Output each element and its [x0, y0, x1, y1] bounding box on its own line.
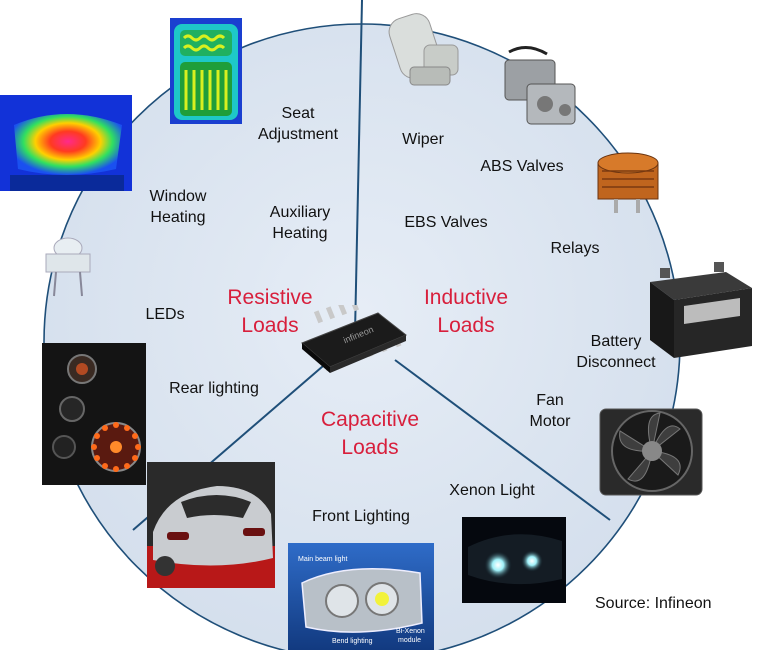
- seat-heating-image: [170, 18, 242, 124]
- rear-lighting-image: [42, 343, 146, 485]
- chip-icon: infineon: [301, 305, 407, 373]
- label-ebs-valves: EBS Valves: [404, 214, 488, 231]
- label-abs-valves: ABS Valves: [480, 158, 564, 175]
- label-xenon-light: Xenon Light: [449, 482, 535, 499]
- car-rear-image: [147, 462, 275, 588]
- window-heating-image: [0, 95, 132, 191]
- led-image: [34, 234, 102, 298]
- source-credit: Source: Infineon: [595, 595, 712, 612]
- abs-valve-image: [487, 40, 587, 132]
- headlamp-image: Main beam light Bend lighting Bi-Xenon m…: [288, 543, 434, 650]
- label-front-lighting: Front Lighting: [312, 508, 410, 525]
- fan-motor-image: [596, 403, 706, 500]
- label-rear-lighting: Rear lighting: [169, 380, 259, 397]
- callout-bi-xenon: Bi-Xenon: [396, 628, 425, 635]
- battery-image: [644, 258, 758, 360]
- wiper-motor-image: [384, 5, 468, 97]
- xenon-light-image: [462, 517, 566, 603]
- divider-line-top: [354, 0, 363, 334]
- divider-line-right: [394, 359, 611, 521]
- callout-main-beam: Main beam light: [298, 556, 347, 563]
- relay-image: [592, 141, 670, 217]
- label-leds: LEDs: [145, 306, 185, 323]
- label-wiper: Wiper: [402, 131, 444, 148]
- label-relays: Relays: [550, 240, 600, 257]
- callout-module: module: [398, 637, 421, 644]
- callout-bend-lighting: Bend lighting: [332, 638, 373, 645]
